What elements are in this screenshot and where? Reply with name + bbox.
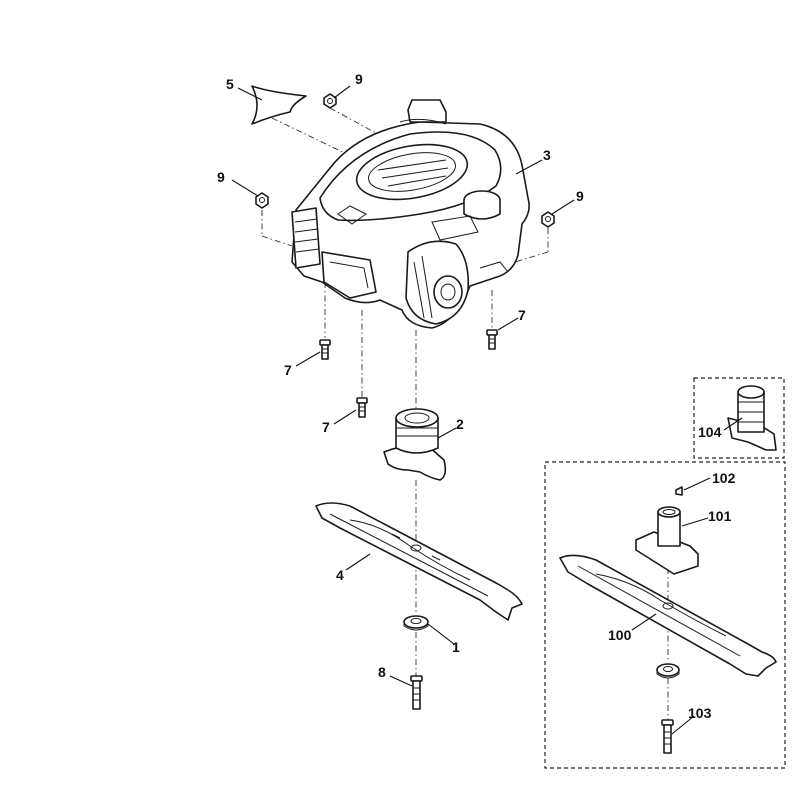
callout-7-middle: 7 <box>322 419 330 435</box>
option-box-100 <box>544 461 786 769</box>
part-3-engine <box>291 99 530 329</box>
part-104-adapter <box>727 385 777 451</box>
callout-9-left: 9 <box>217 169 225 185</box>
part-7-bolt-left <box>319 339 331 360</box>
part-4-blade <box>315 502 523 621</box>
callout-labels: 1 2 3 4 5 7 7 7 8 9 9 9 100 101 102 103 … <box>217 71 736 721</box>
callout-102: 102 <box>712 470 736 486</box>
part-9-nut-right <box>541 211 555 228</box>
callout-2: 2 <box>456 416 464 432</box>
option-box-104 <box>693 377 785 459</box>
callout-4: 4 <box>336 567 344 583</box>
callout-101: 101 <box>708 508 732 524</box>
part-101-blade-adapter <box>635 506 699 575</box>
part-8-bolt <box>410 675 423 710</box>
callout-3: 3 <box>543 147 551 163</box>
callout-1: 1 <box>452 639 460 655</box>
callout-9-right: 9 <box>576 188 584 204</box>
callout-5: 5 <box>226 76 234 92</box>
part-9-nut-top <box>323 93 337 109</box>
part-9-nut-left <box>255 192 269 209</box>
part-100-blade <box>559 554 777 677</box>
leader-lines <box>231 85 743 735</box>
callout-104: 104 <box>698 424 722 440</box>
part-7-bolt-right <box>486 329 498 350</box>
callout-9-top: 9 <box>355 71 363 87</box>
part-5-decal <box>251 85 307 125</box>
callout-100: 100 <box>608 627 632 643</box>
callout-103: 103 <box>688 705 712 721</box>
callout-8: 8 <box>378 664 386 680</box>
part-1-washer <box>403 615 429 631</box>
part-2-blade-adapter <box>383 408 447 481</box>
part-100-washer <box>656 663 680 679</box>
part-102-key <box>675 486 683 496</box>
part-103-bolt <box>661 719 674 754</box>
callout-7-right: 7 <box>518 307 526 323</box>
callout-7-left: 7 <box>284 362 292 378</box>
part-7-bolt-middle <box>356 397 368 418</box>
